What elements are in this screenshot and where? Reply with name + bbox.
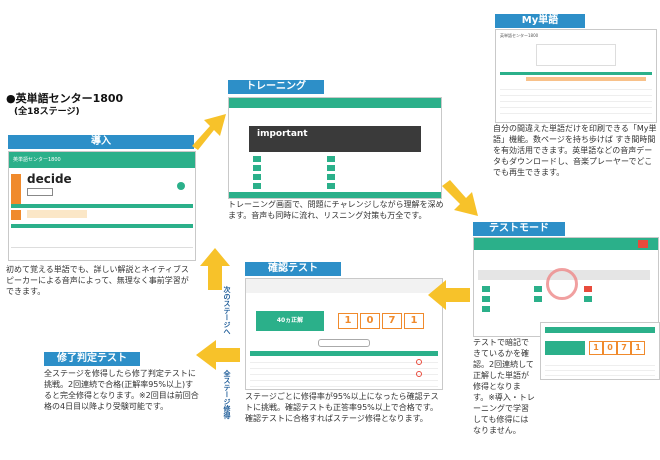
testmode-choice-4[interactable] bbox=[534, 286, 542, 292]
arrow-next-stage-text: 次のステージへ bbox=[223, 286, 231, 335]
training-label: トレーニング bbox=[228, 80, 324, 94]
testmode-choice-7[interactable] bbox=[584, 296, 592, 302]
intro-side-tab-2 bbox=[11, 210, 21, 220]
choice-5[interactable] bbox=[327, 156, 335, 162]
intro-play-icon[interactable] bbox=[177, 182, 185, 190]
myword-app-title: 英単語センター1800 bbox=[500, 33, 539, 38]
check-screenshot: 40ヵ正解 1 0 7 1 bbox=[245, 278, 443, 390]
choice-3[interactable] bbox=[253, 174, 261, 180]
intro-footer bbox=[11, 247, 193, 256]
intro-divider-2 bbox=[11, 224, 193, 228]
intro-divider bbox=[11, 204, 193, 208]
testmode-choice-6[interactable] bbox=[584, 286, 592, 292]
check-digit-1: 1 bbox=[338, 313, 358, 329]
intro-label: 導入 bbox=[8, 135, 194, 149]
testmode-audio-icon[interactable] bbox=[638, 240, 648, 248]
result-digit-4: 1 bbox=[631, 341, 645, 355]
check-label: 確認テスト bbox=[245, 262, 341, 276]
choice-1[interactable] bbox=[253, 156, 261, 162]
page-title-text: ●英単語センター1800 bbox=[6, 92, 124, 105]
check-circle-1 bbox=[416, 359, 422, 365]
myword-orange-strip bbox=[526, 77, 646, 81]
arrow-training-to-test bbox=[442, 180, 478, 216]
check-table-header bbox=[250, 351, 438, 356]
testmode-choice-1[interactable] bbox=[482, 286, 490, 292]
testmode-choice-5[interactable] bbox=[534, 296, 542, 302]
intro-description: 初めて覚える単語でも、詳しい解説とネイティブスピーカーによる音声によって、無理な… bbox=[6, 265, 189, 296]
intro-screenshot: 英単語センター1800 decide bbox=[8, 151, 196, 261]
check-score-box: 40ヵ正解 bbox=[256, 311, 324, 331]
check-description: ステージごとに修得率が95%以上になったら確認テストに挑戦。確認テストも正答率9… bbox=[245, 392, 439, 423]
page-title: ●英単語センター1800 bbox=[6, 90, 123, 106]
page-subtitle: (全18ステージ) bbox=[14, 107, 80, 117]
arrow-test-to-check bbox=[428, 280, 470, 310]
myword-description: 自分の間違えた単語だけを印刷できる「My単語」機能。数ページを持ち歩けば すき間… bbox=[493, 124, 657, 177]
result-digit-2: 0 bbox=[603, 341, 617, 355]
result-score bbox=[545, 341, 585, 355]
testmode-screenshot bbox=[473, 237, 659, 337]
training-screenshot: important bbox=[228, 97, 442, 199]
check-table bbox=[250, 357, 438, 387]
training-word: important bbox=[257, 129, 308, 139]
testmode-result-card: 1 0 7 1 bbox=[540, 322, 660, 380]
check-digit-3: 7 bbox=[382, 313, 402, 329]
check-digit-4: 1 bbox=[404, 313, 424, 329]
intro-word-box bbox=[27, 188, 53, 196]
arrow-check-to-final bbox=[196, 340, 240, 370]
result-bar bbox=[545, 327, 655, 333]
training-app-bar bbox=[229, 98, 441, 108]
choice-2[interactable] bbox=[253, 165, 261, 171]
training-word-panel: important bbox=[249, 126, 421, 152]
final-label: 修了判定テスト bbox=[44, 352, 140, 366]
arrow-intro-to-training bbox=[192, 114, 226, 150]
training-description: トレーニング画面で、問題にチャレンジしながら理解を深めます。音声も同時に流れ、リ… bbox=[228, 200, 444, 220]
intro-word: decide bbox=[27, 172, 72, 186]
myword-screenshot: 英単語センター1800 bbox=[495, 29, 657, 123]
training-choices bbox=[253, 156, 423, 192]
choice-6[interactable] bbox=[327, 165, 335, 171]
intro-side-tab bbox=[11, 174, 21, 204]
intro-sentence-box bbox=[27, 210, 87, 218]
myword-label: My単語 bbox=[495, 14, 585, 28]
arrow-all-stages-text: 全ステージ修得 bbox=[223, 370, 231, 419]
arrow-check-to-intro bbox=[200, 248, 230, 290]
testmode-choice-2[interactable] bbox=[482, 296, 490, 302]
intro-app-bar: 英単語センター1800 bbox=[9, 152, 195, 168]
result-digit-3: 7 bbox=[617, 341, 631, 355]
myword-table bbox=[500, 84, 652, 118]
intro-app-title: 英単語センター1800 bbox=[13, 157, 61, 163]
choice-4[interactable] bbox=[253, 183, 261, 189]
training-bottom-bar bbox=[229, 192, 441, 198]
myword-form bbox=[536, 44, 616, 66]
choice-7[interactable] bbox=[327, 174, 335, 180]
result-table bbox=[545, 361, 655, 377]
result-digit-1: 1 bbox=[589, 341, 603, 355]
check-next-button[interactable] bbox=[318, 339, 370, 347]
testmode-label: テストモード bbox=[473, 222, 565, 236]
testmode-correct-mark bbox=[546, 268, 578, 300]
check-digit-2: 0 bbox=[360, 313, 380, 329]
testmode-choice-3[interactable] bbox=[482, 306, 490, 312]
check-circle-2 bbox=[416, 371, 422, 377]
check-top-bar bbox=[246, 279, 442, 293]
final-description: 全ステージを修得したら修了判定テストに挑戦。2回連続で合格(正解率95%以上)す… bbox=[44, 369, 199, 411]
testmode-app-bar bbox=[474, 238, 658, 250]
choice-8[interactable] bbox=[327, 183, 335, 189]
myword-green-strip bbox=[500, 72, 652, 75]
check-score-label: 40ヵ正解 bbox=[276, 317, 304, 324]
testmode-description: テストで暗記できているかを確認。2回連続して正解した単語が修得となります。※導入… bbox=[473, 338, 535, 435]
